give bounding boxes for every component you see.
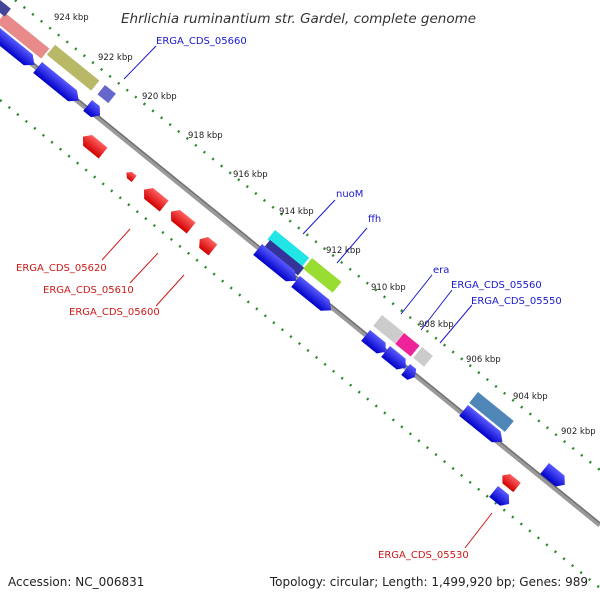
inner-tick-track bbox=[0, 99, 600, 589]
cds-arrow-11[interactable] bbox=[489, 486, 513, 509]
tick-910: 910 kbp bbox=[371, 283, 406, 293]
tick-904: 904 kbp bbox=[513, 392, 548, 402]
rna-feature-5[interactable] bbox=[195, 234, 218, 256]
label-era: era bbox=[433, 265, 449, 276]
leader-nuoM bbox=[302, 199, 336, 235]
feature-green[interactable] bbox=[303, 258, 342, 293]
label-erga-05600: ERGA_CDS_05600 bbox=[69, 307, 160, 318]
feature-navy[interactable] bbox=[263, 240, 305, 276]
tick-920: 920 kbp bbox=[142, 92, 177, 102]
leader-erga-05620 bbox=[101, 228, 131, 261]
label-erga-05550: ERGA_CDS_05550 bbox=[471, 296, 562, 307]
cds-arrow-3[interactable] bbox=[83, 100, 104, 121]
label-ffh: ffh bbox=[368, 214, 381, 225]
tick-908: 908 kbp bbox=[419, 320, 454, 330]
leader-erga-05610 bbox=[129, 252, 159, 284]
rna-feature-3[interactable] bbox=[140, 184, 169, 212]
feature-olive[interactable] bbox=[45, 43, 101, 93]
map-title: Ehrlichia ruminantium str. Gardel, compl… bbox=[121, 11, 476, 27]
tick-914: 914 kbp bbox=[279, 207, 314, 217]
label-erga-05620: ERGA_CDS_05620 bbox=[16, 263, 107, 274]
cds-arrow-10[interactable] bbox=[540, 463, 569, 490]
label-erga-05660: ERGA_CDS_05660 bbox=[156, 36, 247, 47]
leader-ffh bbox=[336, 227, 368, 264]
leader-erga-05600 bbox=[155, 274, 185, 307]
cds-arrow-5[interactable] bbox=[291, 276, 336, 316]
leader-erga-05530 bbox=[464, 512, 493, 549]
rna-feature-6[interactable] bbox=[499, 471, 521, 493]
cds-arrow-6[interactable] bbox=[361, 330, 390, 357]
tick-916: 916 kbp bbox=[233, 170, 268, 180]
rna-feature-4[interactable] bbox=[167, 206, 196, 234]
feature-purple-small[interactable] bbox=[97, 85, 116, 104]
leader-era bbox=[400, 274, 433, 315]
tick-912: 912 kbp bbox=[326, 246, 361, 256]
cds-arrow-2[interactable] bbox=[33, 62, 83, 106]
leader-erga-05550 bbox=[439, 304, 473, 344]
accession-text: Accession: NC_006831 bbox=[8, 575, 144, 589]
rna-feature-1[interactable] bbox=[79, 131, 108, 159]
cds-arrow-1[interactable] bbox=[0, 28, 39, 70]
feature-navy-small[interactable] bbox=[0, 0, 11, 17]
outer-tick-track bbox=[14, 0, 600, 471]
label-nuoM: nuoM bbox=[336, 189, 363, 200]
cds-arrow-9[interactable] bbox=[459, 405, 507, 447]
feature-grey-1[interactable] bbox=[373, 315, 404, 344]
feature-pink[interactable] bbox=[0, 11, 51, 61]
cds-arrow-7[interactable] bbox=[381, 346, 410, 373]
tick-924: 924 kbp bbox=[54, 13, 89, 23]
feature-grey-2[interactable] bbox=[413, 347, 433, 367]
feature-cyan[interactable] bbox=[267, 230, 310, 268]
feature-steelblue[interactable] bbox=[469, 392, 514, 432]
cds-arrow-4[interactable] bbox=[253, 244, 301, 286]
genome-summary: Topology: circular; Length: 1,499,920 bp… bbox=[269, 575, 588, 589]
rna-feature-2[interactable] bbox=[124, 169, 137, 182]
tick-918: 918 kbp bbox=[188, 131, 223, 141]
label-erga-05530: ERGA_CDS_05530 bbox=[378, 550, 469, 561]
tick-922: 922 kbp bbox=[98, 53, 133, 63]
leader-erga-05560 bbox=[420, 289, 453, 331]
leader-erga-05660 bbox=[123, 45, 157, 80]
label-erga-05560: ERGA_CDS_05560 bbox=[451, 280, 542, 291]
label-erga-05610: ERGA_CDS_05610 bbox=[43, 285, 134, 296]
cds-arrow-8[interactable] bbox=[401, 364, 419, 382]
feature-magenta[interactable] bbox=[395, 333, 420, 357]
tick-906: 906 kbp bbox=[466, 355, 501, 365]
tick-902: 902 kbp bbox=[561, 427, 596, 437]
